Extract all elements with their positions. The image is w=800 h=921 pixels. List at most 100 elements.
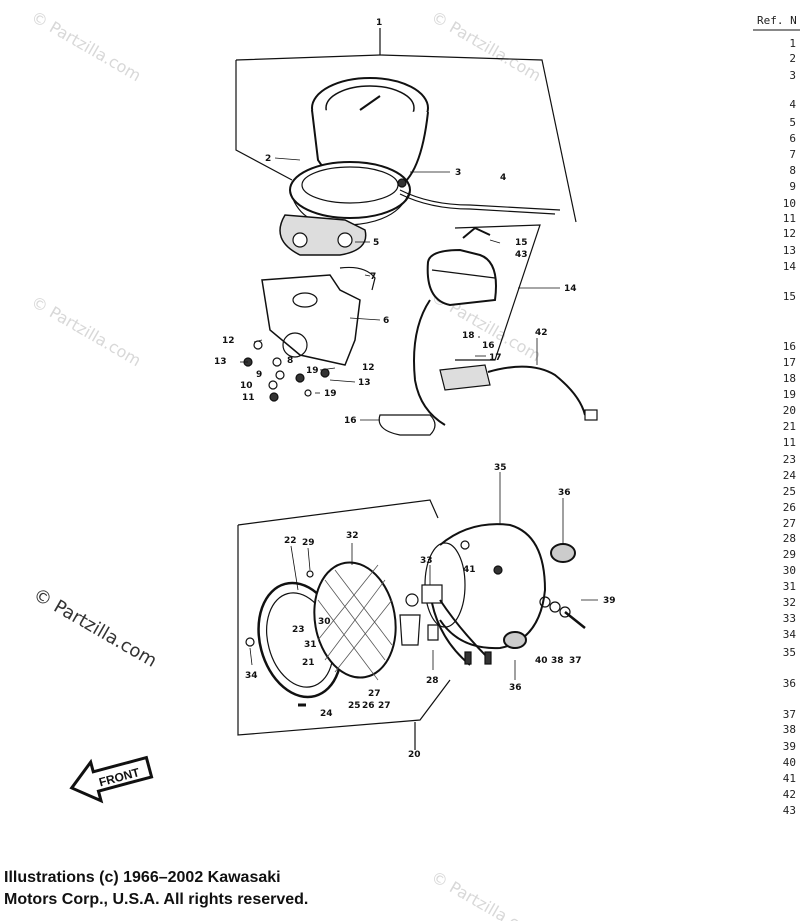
callout-9: 9 xyxy=(256,370,262,380)
callout-20: 20 xyxy=(408,750,421,760)
ref-number-column: Ref. N 123456789101112131415161718192021… xyxy=(753,14,800,817)
callout-32: 32 xyxy=(346,531,359,541)
callout-43: 43 xyxy=(515,250,528,260)
callout-labels: 1 2 3 4 5 7 6 12 13 8 9 10 11 19 12 13 1… xyxy=(214,18,616,760)
ref-number: 7 xyxy=(789,148,796,161)
ref-number-list: 1234567891011121314151617181920211123242… xyxy=(783,37,797,817)
watermark-text: © Partzilla.com xyxy=(28,7,144,85)
ref-number: 5 xyxy=(789,116,796,129)
callout-41: 41 xyxy=(463,565,476,575)
front-arrow-icon: FRONT xyxy=(69,755,154,804)
callout-38: 38 xyxy=(551,656,564,666)
callout-29: 29 xyxy=(302,538,315,548)
ref-number: 17 xyxy=(783,356,796,369)
callout-37: 37 xyxy=(569,656,582,666)
ref-number: 33 xyxy=(783,612,796,625)
callout-31: 31 xyxy=(304,640,317,650)
ref-number: 27 xyxy=(783,517,796,530)
callout-16: 16 xyxy=(344,416,357,426)
watermark-text: © Partzilla.com xyxy=(30,584,161,672)
ref-number: 43 xyxy=(783,804,796,817)
callout-26: 26 xyxy=(362,701,375,711)
ref-number: 23 xyxy=(783,453,796,466)
ref-number: 1 xyxy=(789,37,796,50)
ref-number: 40 xyxy=(783,756,796,769)
callout-30: 30 xyxy=(318,617,331,627)
callout-42: 42 xyxy=(535,328,548,338)
callout-1: 1 xyxy=(376,18,382,28)
callout-33: 33 xyxy=(420,556,433,566)
callout-7: 7 xyxy=(370,272,376,282)
ref-number: 6 xyxy=(789,132,796,145)
ref-number: 39 xyxy=(783,740,796,753)
callout-36: 36 xyxy=(558,488,571,498)
ref-number: 32 xyxy=(783,596,796,609)
ref-number: 36 xyxy=(783,677,796,690)
ref-number: 30 xyxy=(783,564,796,577)
ref-number: 41 xyxy=(783,772,796,785)
ref-number: 19 xyxy=(783,388,796,401)
ref-number: 2 xyxy=(789,52,796,65)
callout-2: 2 xyxy=(265,154,271,164)
callout-6: 6 xyxy=(383,316,389,326)
ref-number: 34 xyxy=(783,628,797,641)
ref-column-header: Ref. N xyxy=(757,14,797,27)
callout-22: 22 xyxy=(284,536,297,546)
ref-number: 25 xyxy=(783,485,796,498)
callout-40: 40 xyxy=(535,656,548,666)
callout-23: 23 xyxy=(292,625,305,635)
leader-lines xyxy=(240,157,598,680)
ref-number: 38 xyxy=(783,723,796,736)
ref-number: 11 xyxy=(783,436,796,449)
callout-21: 21 xyxy=(302,658,315,668)
callout-11: 11 xyxy=(242,393,255,403)
callout-24: 24 xyxy=(320,709,333,719)
ref-number: 42 xyxy=(783,788,796,801)
callout-13: 13 xyxy=(358,378,371,388)
callout-5: 5 xyxy=(373,238,379,248)
callout-14: 14 xyxy=(564,284,577,294)
callout-12: 12 xyxy=(362,363,375,373)
watermark-text: © Partzilla.com xyxy=(428,7,544,85)
ref-number: 12 xyxy=(783,227,796,240)
callout-16: 16 xyxy=(482,341,495,351)
ref-number: 15 xyxy=(783,290,796,303)
callout-15: 15 xyxy=(515,238,528,248)
callout-19: 19 xyxy=(324,389,337,399)
callout-27: 27 xyxy=(368,689,381,699)
ref-number: 28 xyxy=(783,532,796,545)
callout-4: 4 xyxy=(500,173,506,183)
ref-number: 4 xyxy=(789,98,796,111)
ref-number: 20 xyxy=(783,404,796,417)
callout-10: 10 xyxy=(240,381,253,391)
ref-number: 24 xyxy=(783,469,797,482)
watermark-text: © Partzilla.com xyxy=(28,292,144,370)
ref-number: 31 xyxy=(783,580,796,593)
ref-number: 13 xyxy=(783,244,796,257)
copyright-notice: Illustrations (c) 1966–2002 Kawasaki Mot… xyxy=(4,867,424,911)
ref-number: 26 xyxy=(783,501,796,514)
callout-28: 28 xyxy=(426,676,439,686)
watermark-text: © Partzilla.com xyxy=(428,867,544,921)
ref-number: 37 xyxy=(783,708,796,721)
ref-number: 3 xyxy=(789,69,796,82)
ref-number: 14 xyxy=(783,260,797,273)
callout-13: 13 xyxy=(214,357,227,367)
ref-number: 9 xyxy=(789,180,796,193)
callout-35: 35 xyxy=(494,463,507,473)
ref-number: 29 xyxy=(783,548,796,561)
ref-number: 11 xyxy=(783,212,796,225)
callout-34: 34 xyxy=(245,671,258,681)
callout-25: 25 xyxy=(348,701,361,711)
ref-number: 21 xyxy=(783,420,796,433)
callout-18: 18 xyxy=(462,331,475,341)
callout-8: 8 xyxy=(287,356,293,366)
callout-39: 39 xyxy=(603,596,616,606)
headlight-assembly xyxy=(237,499,586,750)
copyright-line-2: Motors Corp., U.S.A. All rights reserved… xyxy=(4,891,309,908)
ref-number: 18 xyxy=(783,372,796,385)
ref-number: 16 xyxy=(783,340,796,353)
callout-19: 19 xyxy=(306,366,319,376)
callout-17: 17 xyxy=(489,353,502,363)
